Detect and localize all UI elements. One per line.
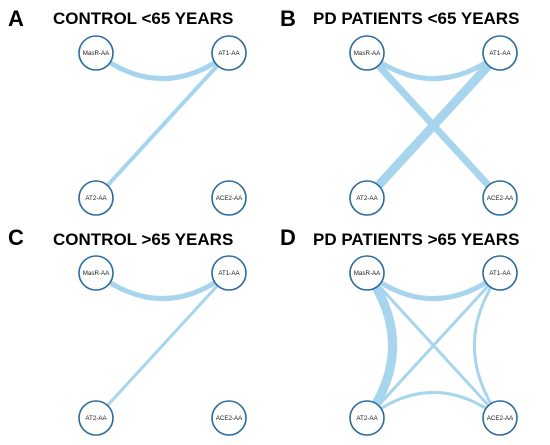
- edge-at1-aa-at2-aa: [363, 49, 504, 202]
- node-at2-aa: [78, 180, 114, 216]
- panel-title: CONTROL <65 YEARS: [53, 9, 233, 28]
- node-masr-aa: [78, 255, 114, 291]
- edge-layer: [94, 51, 231, 200]
- node-label: AT1-AA: [489, 50, 511, 57]
- node-label: ACE2-AA: [216, 415, 243, 422]
- edge-at1-aa-ace2-aa: [473, 272, 502, 419]
- node-at1-aa: [482, 35, 518, 71]
- panel-b: B PD PATIENTS <65 YEARS MasR-AA AT1-AA AT2…: [280, 6, 519, 216]
- edge-layer: [94, 271, 231, 420]
- node-layer: MasR-AA AT1-AA AT2-AA ACE2-AA: [349, 35, 518, 216]
- node-label: ACE2-AA: [487, 195, 514, 202]
- node-label: AT2-AA: [356, 195, 378, 202]
- node-at2-aa: [349, 400, 385, 436]
- node-ace2-aa: [211, 400, 247, 436]
- node-label: AT1-AA: [489, 270, 511, 277]
- edge-layer: [363, 270, 502, 421]
- panel-letter: D: [280, 225, 296, 250]
- edge-at1-aa-at2-aa: [94, 271, 231, 420]
- node-at1-aa: [482, 255, 518, 291]
- node-label: MasR-AA: [354, 50, 381, 57]
- panel-letter: C: [8, 225, 24, 250]
- node-layer: MasR-AA AT1-AA AT2-AA ACE2-AA: [78, 35, 247, 216]
- panel-d: D PD PATIENTS >65 YEARS MasR-AA AT1-AA AT2…: [280, 225, 519, 436]
- panel-letter: B: [280, 6, 296, 31]
- node-ace2-aa: [482, 180, 518, 216]
- node-layer: MasR-AA AT1-AA AT2-AA ACE2-AA: [349, 255, 518, 436]
- node-label: MasR-AA: [83, 270, 110, 277]
- node-ace2-aa: [211, 180, 247, 216]
- node-at1-aa: [211, 35, 247, 71]
- node-label: AT2-AA: [356, 415, 378, 422]
- node-ace2-aa: [482, 400, 518, 436]
- node-label: AT1-AA: [218, 270, 240, 277]
- edge-at2-aa-ace2-aa: [366, 391, 501, 420]
- node-label: AT2-AA: [85, 195, 107, 202]
- edge-masr-aa-at1-aa: [94, 51, 231, 81]
- node-masr-aa: [349, 35, 385, 71]
- panel-letter: A: [8, 6, 24, 31]
- node-masr-aa: [78, 35, 114, 71]
- node-label: ACE2-AA: [487, 415, 514, 422]
- node-at1-aa: [211, 255, 247, 291]
- edge-masr-aa-at1-aa: [365, 271, 502, 301]
- node-masr-aa: [349, 255, 385, 291]
- node-at2-aa: [349, 180, 385, 216]
- edge-masr-aa-at2-aa: [363, 270, 397, 421]
- node-layer: MasR-AA AT1-AA AT2-AA ACE2-AA: [78, 255, 247, 436]
- panel-a: A CONTROL <65 YEARS MasR-AA AT1-AA AT2-AA A…: [8, 6, 247, 216]
- node-label: ACE2-AA: [216, 195, 243, 202]
- edge-at1-aa-at2-aa: [94, 51, 231, 200]
- panel-c: C CONTROL >65 YEARS MasR-AA AT1-AA AT2-AA A…: [8, 225, 247, 436]
- edge-at1-aa-at2-aa: [365, 271, 502, 420]
- node-at2-aa: [78, 400, 114, 436]
- node-label: AT2-AA: [85, 415, 107, 422]
- panel-title: PD PATIENTS <65 YEARS: [313, 9, 519, 28]
- node-label: MasR-AA: [83, 50, 110, 57]
- node-label: AT1-AA: [218, 50, 240, 57]
- edge-masr-aa-at1-aa: [94, 271, 231, 301]
- edge-layer: [363, 49, 504, 202]
- panel-title: CONTROL >65 YEARS: [53, 230, 233, 249]
- panel-title: PD PATIENTS >65 YEARS: [313, 230, 519, 249]
- node-label: MasR-AA: [354, 270, 381, 277]
